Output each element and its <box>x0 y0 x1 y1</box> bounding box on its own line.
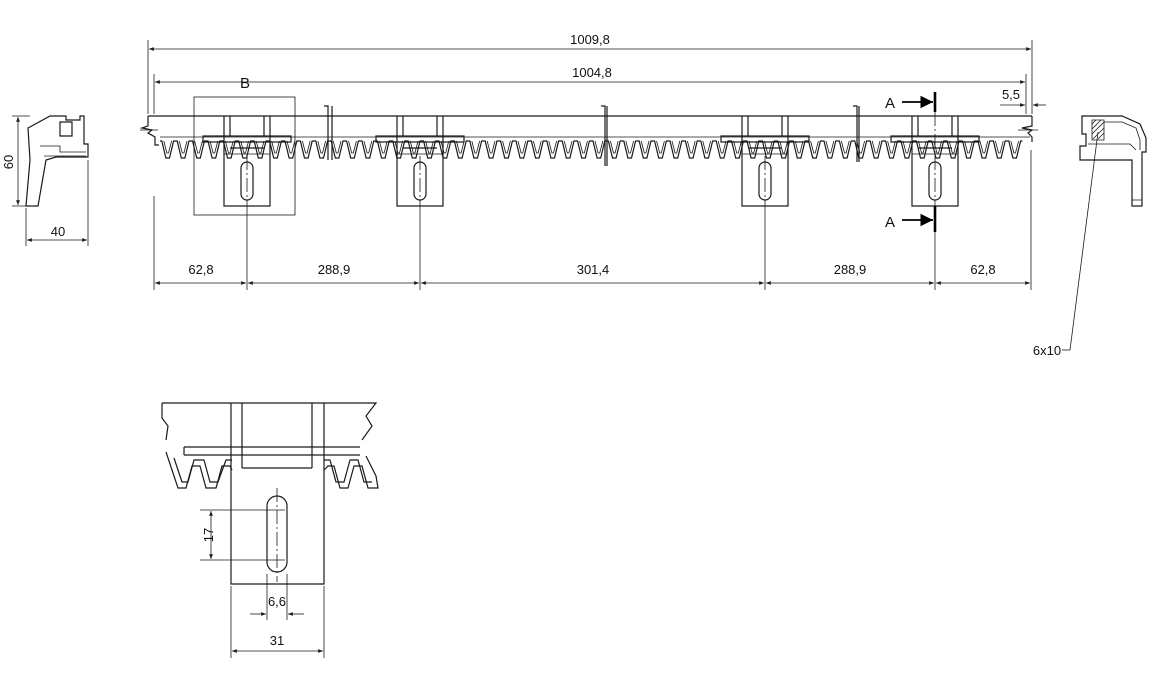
slot-width-label: 6,6 <box>268 594 286 609</box>
pitch-2-label: 288,9 <box>834 262 867 277</box>
insert-size-label: 6x10 <box>1033 343 1061 358</box>
mounting-tab <box>202 116 292 207</box>
section-a-top-label: A <box>885 95 895 112</box>
section-view-right <box>1062 115 1147 351</box>
detail-b-label: B <box>240 75 250 92</box>
detail-b-view <box>161 402 379 658</box>
width-dimension-label: 40 <box>51 224 65 239</box>
pitch-end-left-label: 62,8 <box>188 262 213 277</box>
slot-length-label: 17 <box>201 528 216 542</box>
mounting-tab <box>375 116 465 207</box>
mounting-tab <box>720 116 810 207</box>
pitch-end-right-label: 62,8 <box>970 262 995 277</box>
height-dimension-label: 60 <box>1 155 16 169</box>
section-a-bottom-label: A <box>885 214 895 231</box>
total-length-label: 1009,8 <box>570 32 610 47</box>
end-offset-label: 5,5 <box>1002 87 1020 102</box>
side-view-left <box>12 115 89 246</box>
pitch-middle-label: 301,4 <box>577 262 610 277</box>
pitch-1-label: 288,9 <box>318 262 351 277</box>
insert-hatch <box>1091 119 1105 140</box>
hole-span-label: 1004,8 <box>572 65 612 80</box>
rack-front-view <box>139 40 1046 290</box>
tab-width-label: 31 <box>270 633 284 648</box>
